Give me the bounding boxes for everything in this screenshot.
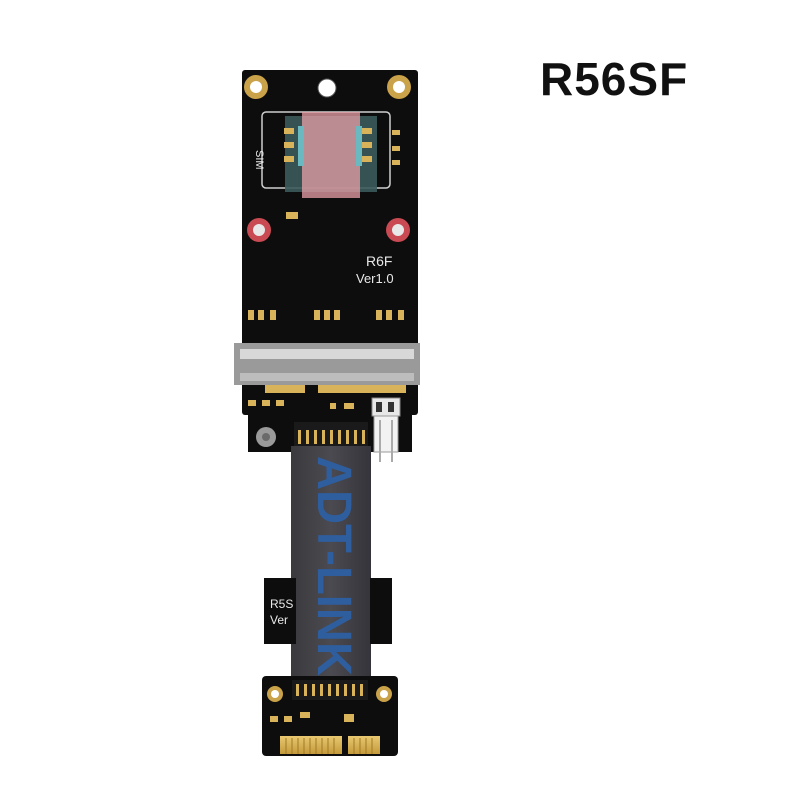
component-row xyxy=(248,310,404,320)
mount-hole-m4-inner xyxy=(392,224,404,236)
pin-2 xyxy=(388,402,394,412)
sim-card xyxy=(302,112,360,198)
edge-connector-fingers xyxy=(280,736,380,754)
cable-connector-bottom-pins xyxy=(296,684,363,696)
mount-hole-left-inner xyxy=(271,690,279,698)
power-wire-connector xyxy=(373,415,399,453)
cable-connector-pins xyxy=(298,430,365,444)
cable-brand-text: ADT-LINK xyxy=(307,456,360,676)
m2-connector-bottom xyxy=(240,373,414,381)
center-hole xyxy=(317,78,337,98)
mount-hole-m1-inner xyxy=(250,81,262,93)
smd-components-bottom xyxy=(270,712,354,722)
board-model-label: R6F xyxy=(366,253,392,269)
mini-pcie-board: SIM R6F Ver1.0 xyxy=(234,70,420,462)
board-version-label: Ver1.0 xyxy=(356,271,394,286)
standoff-screw-center xyxy=(262,433,270,441)
m2-connector-pins xyxy=(265,385,406,393)
smd-component xyxy=(286,212,298,219)
sim-pins xyxy=(298,126,362,166)
sim-contacts xyxy=(284,128,372,162)
mount-hole-right-inner xyxy=(380,690,388,698)
pin-1 xyxy=(376,402,382,412)
cable-body xyxy=(291,446,371,682)
ribbon-cable: ADT-LINK xyxy=(291,446,371,682)
mount-hole-m2-inner xyxy=(393,81,405,93)
m2-board-version: Ver xyxy=(270,613,288,627)
capacitors-right xyxy=(392,130,400,165)
m2-board-model: R5S xyxy=(270,597,293,611)
bottom-components xyxy=(248,400,354,409)
board-tab-left xyxy=(264,578,296,644)
product-model-title: R56SF xyxy=(540,53,689,105)
mount-hole-m3-inner xyxy=(253,224,265,236)
sim-label: SIM xyxy=(253,150,265,170)
m2-connector-top xyxy=(240,349,414,359)
board-tab-right xyxy=(370,578,392,644)
finger-separators xyxy=(285,738,373,754)
m2-board: R5S Ver xyxy=(262,578,398,756)
edge-connector-key xyxy=(342,736,348,754)
